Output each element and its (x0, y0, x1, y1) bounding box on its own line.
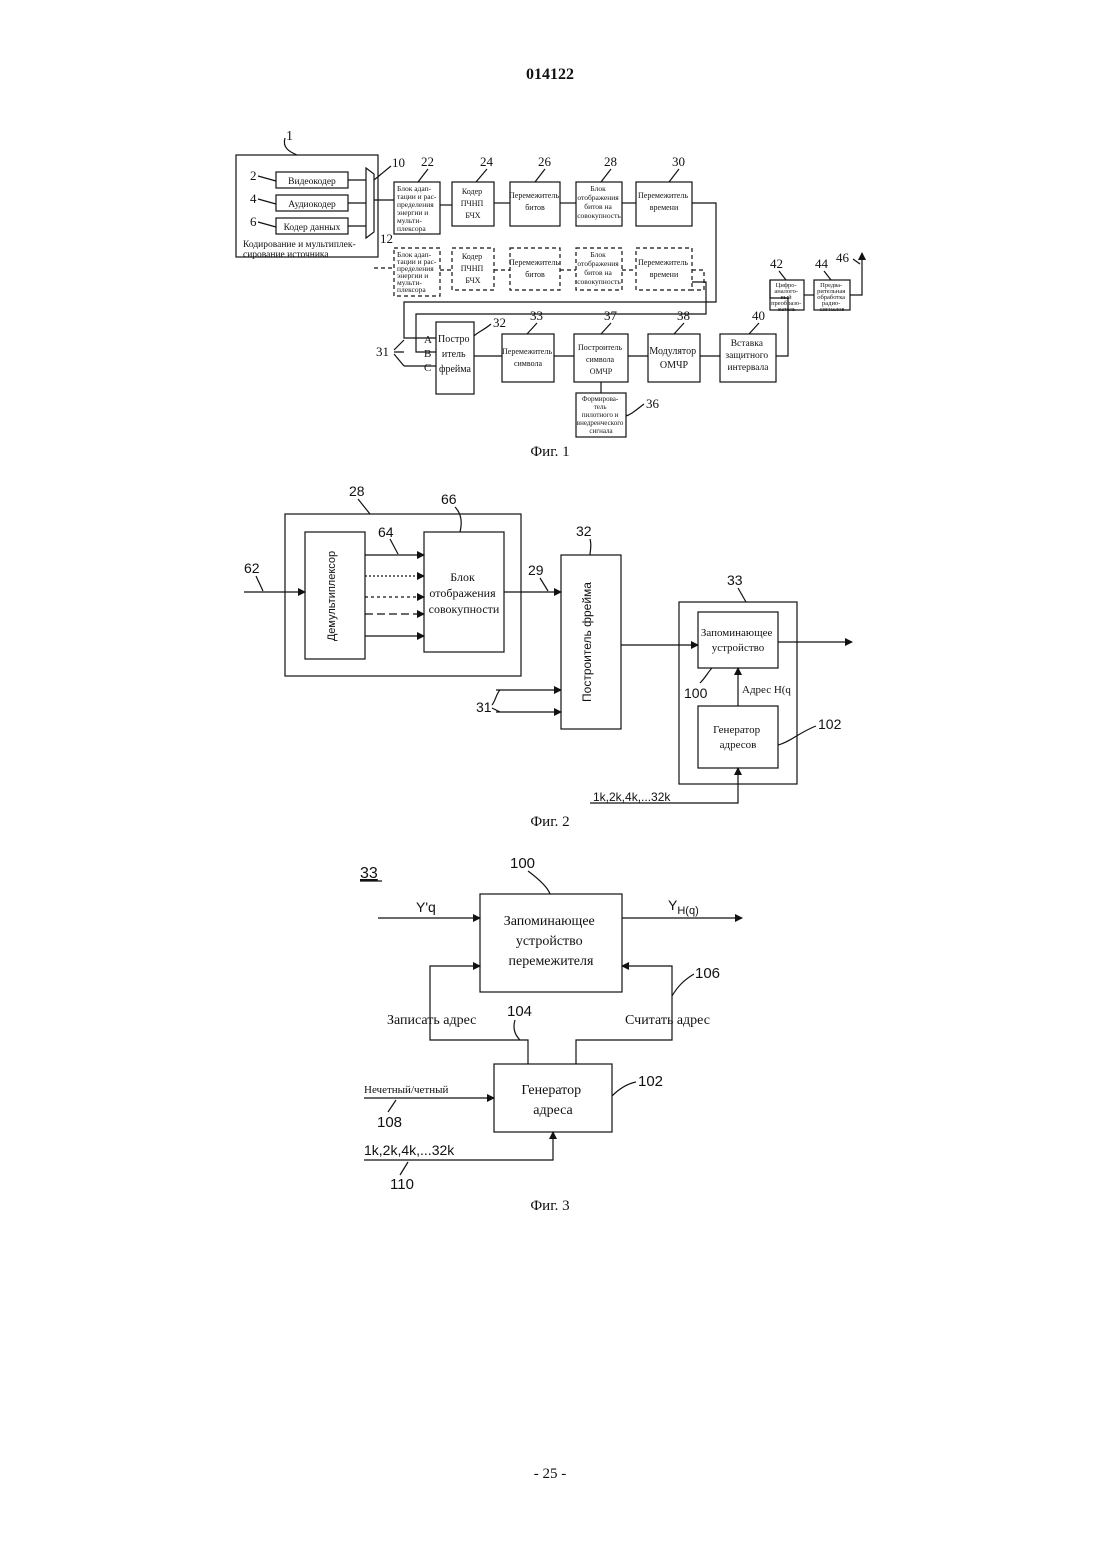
modes-label: 1k,2k,4k,...32k (593, 790, 671, 804)
leader-6 (258, 222, 276, 227)
read-address-label: Считать адрес (625, 1013, 710, 1028)
figure-2: 28 Демультиплексор Блок отображения сово… (244, 483, 852, 830)
time-interleaver-label-2: Перемежитель времени (638, 258, 690, 279)
input-c: C (424, 362, 431, 374)
rf-frontend-label: Предва- рительная обработка радио- сигна… (817, 282, 847, 313)
source-coding-label-1: Кодирование и мультиплек- (243, 240, 356, 250)
ref-44: 44 (815, 256, 829, 271)
ref-22: 22 (421, 154, 434, 169)
ldpc-coder-label: Кодер ПЧНП БЧХ (461, 187, 486, 220)
symbol-interleaver-label: Перемежитель символа (502, 347, 554, 368)
ref-33: 33 (530, 308, 543, 323)
ref-6: 6 (250, 214, 257, 229)
ref-1: 1 (286, 129, 293, 144)
mapper-label: Блок отображения совокупности (429, 570, 500, 616)
ref-102: 102 (638, 1073, 663, 1090)
ref-32: 32 (493, 315, 506, 330)
address-generator-block (698, 706, 778, 768)
ref-108: 108 (377, 1114, 402, 1131)
ref-62: 62 (244, 560, 260, 576)
audio-coder-label: Аудиокодер (288, 200, 336, 210)
fig3-caption: Фиг. 3 (530, 1198, 569, 1214)
input-a: A (424, 334, 432, 346)
ref-110: 110 (390, 1176, 414, 1193)
constellation-mapper-label: Блок отображения битов на совокупность (577, 184, 621, 220)
address-generator-label: Генератор адреса (521, 1083, 584, 1118)
ofdm-modulator-label: Модулятор ОМЧР (649, 346, 698, 371)
ref-37: 37 (604, 308, 618, 323)
guard-interval-label: Вставка защитного интервала (725, 339, 770, 373)
ref-36: 36 (646, 396, 660, 411)
ref-64: 64 (378, 524, 394, 540)
ref-33: 33 (727, 572, 743, 588)
ref-102: 102 (818, 716, 842, 732)
input-yq: Y'q (416, 899, 436, 915)
ref-33: 33 (360, 865, 378, 882)
address-hq-label: Адрес H(q (742, 684, 791, 696)
ref-100: 100 (510, 855, 535, 872)
figure-1: 1 Видеокодер Аудиокодер Кодер данных 2 4… (236, 129, 862, 460)
input-b: B (424, 348, 431, 360)
fig2-caption: Фиг. 2 (530, 814, 569, 830)
ref-12: 12 (380, 231, 393, 246)
frame-builder-label: Постро итель фрейма (438, 334, 472, 375)
ref-31: 31 (476, 699, 492, 715)
frame-builder-label: Построитель фрейма (580, 582, 594, 702)
ref-40: 40 (752, 308, 765, 323)
ref-31: 31 (376, 344, 389, 359)
ref-30: 30 (672, 154, 685, 169)
ref-2: 2 (250, 168, 257, 183)
ref-66: 66 (441, 491, 457, 507)
ref-28: 28 (349, 483, 365, 499)
figure-3: 33 Запоминающее устройство перемежителя … (360, 855, 742, 1214)
time-interleaver-block-2 (636, 248, 692, 290)
energy-mux-label-2: Блок адап- тации и рас- пределения энерг… (397, 250, 438, 294)
video-coder-label: Видеокодер (288, 177, 336, 187)
energy-mux-label: Блок адап- тации и рас- пределения энерг… (397, 184, 438, 233)
symbol-interleaver-block (502, 334, 554, 382)
ref-38: 38 (677, 308, 690, 323)
ref-100: 100 (684, 685, 708, 701)
ref-24: 24 (480, 154, 494, 169)
odd-even-label: Нечетный/четный (364, 1084, 448, 1096)
ref-26: 26 (538, 154, 552, 169)
page-number: - 25 - (0, 1466, 1100, 1483)
ref-106: 106 (695, 965, 720, 982)
memory-block (698, 612, 778, 668)
data-coder-label: Кодер данных (284, 223, 341, 233)
ref-10: 10 (392, 155, 405, 170)
source-coding-label-2: сирование источника (243, 250, 329, 260)
ref-42: 42 (770, 256, 783, 271)
ldpc-coder-label-2: Кодер ПЧНП БЧХ (461, 252, 486, 285)
ref-29: 29 (528, 562, 544, 578)
pilot-generator-label: Формирова- тель пилотного и внедренческо… (577, 395, 625, 435)
fig1-caption: Фиг. 1 (530, 444, 569, 460)
bit-interleaver-block-2 (510, 248, 560, 290)
ref-46: 46 (836, 250, 850, 265)
address-generator-label: Генератор адресов (713, 724, 763, 751)
interleaver-memory-label: Запоминающее устройство перемежителя (504, 914, 599, 969)
source-mux (366, 168, 374, 238)
address-generator-block (494, 1064, 612, 1132)
memory-label: Запоминающее устройство (701, 627, 775, 654)
time-interleaver-label: Перемежитель времени (638, 191, 690, 212)
leader-4 (258, 199, 276, 204)
ref-32: 32 (576, 523, 592, 539)
bit-interleaver-label-2: Перемежитель битов (509, 258, 561, 279)
ref-104: 104 (507, 1003, 532, 1020)
output-y: YH(q) (668, 897, 699, 917)
bit-interleaver-label: Перемежитель битов (509, 191, 561, 212)
modes-label: 1k,2k,4k,...32k (364, 1142, 455, 1158)
constellation-mapper-label-2: Блок отображения битов на совокупность (577, 250, 621, 286)
demultiplexer-label: Демультиплексор (326, 551, 338, 641)
ref-28: 28 (604, 154, 617, 169)
leader-2 (258, 176, 276, 181)
ofdm-modulator-block (648, 334, 700, 382)
ofdm-symbol-builder-label: Построитель символа ОМЧР (578, 343, 624, 376)
leader-10 (374, 166, 391, 180)
write-address-label: Записать адрес (387, 1013, 476, 1028)
ref-4: 4 (250, 191, 257, 206)
